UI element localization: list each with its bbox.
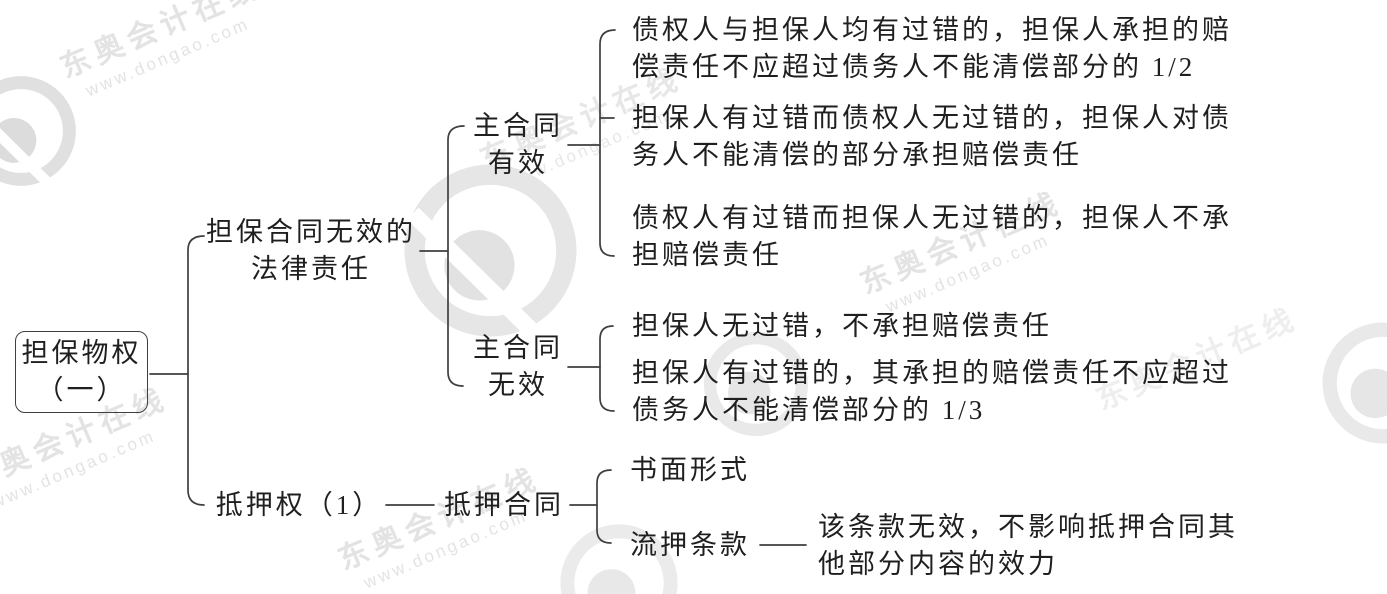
leaf-guarantor-at-fault: 担保人有过错而债权人无过错的，担保人对债 务人不能清偿的部分承担赔偿责任 bbox=[632, 103, 1232, 170]
node-root-line1: 担保物权 bbox=[21, 338, 142, 368]
leaf-forfeiture-clause: 流押条款 bbox=[630, 530, 750, 560]
node-root: 担保物权 （一） bbox=[15, 331, 148, 413]
connector-spine1 bbox=[187, 235, 205, 506]
leaf-forfeiture-clause-effect: 该条款无效，不影响抵押合同其 他部分内容的效力 bbox=[818, 512, 1238, 579]
connector-spine3b bbox=[599, 325, 615, 412]
node-main-contract-invalid: 主合同 无效 bbox=[473, 333, 563, 400]
node-mortgage-contract: 抵押合同 bbox=[444, 490, 564, 520]
node-main-contract-valid: 主合同 有效 bbox=[473, 111, 563, 178]
node-mortgage-right: 抵押权（1） bbox=[215, 490, 383, 520]
leaf-written-form: 书面形式 bbox=[630, 455, 750, 485]
leaf-guarantor-no-fault: 担保人无过错，不承担赔偿责任 bbox=[632, 311, 1052, 341]
connector-spine3a bbox=[599, 29, 616, 257]
node-guarantee-contract-invalid-liability: 担保合同无效的 法律责任 bbox=[206, 217, 416, 284]
leaf-guarantor-fault-one-third: 担保人有过错的，其承担的赔偿责任不应超过 债务人不能清偿部分的 1/3 bbox=[632, 358, 1232, 425]
connector-spine4 bbox=[596, 469, 612, 544]
node-root-line2: （一） bbox=[36, 375, 127, 405]
leaf-creditor-at-fault: 债权人有过错而担保人无过错的，担保人不承 担赔偿责任 bbox=[632, 203, 1232, 270]
leaf-both-at-fault: 债权人与担保人均有过错的，担保人承担的赔 偿责任不应超过债务人不能清偿部分的 1… bbox=[632, 15, 1232, 82]
